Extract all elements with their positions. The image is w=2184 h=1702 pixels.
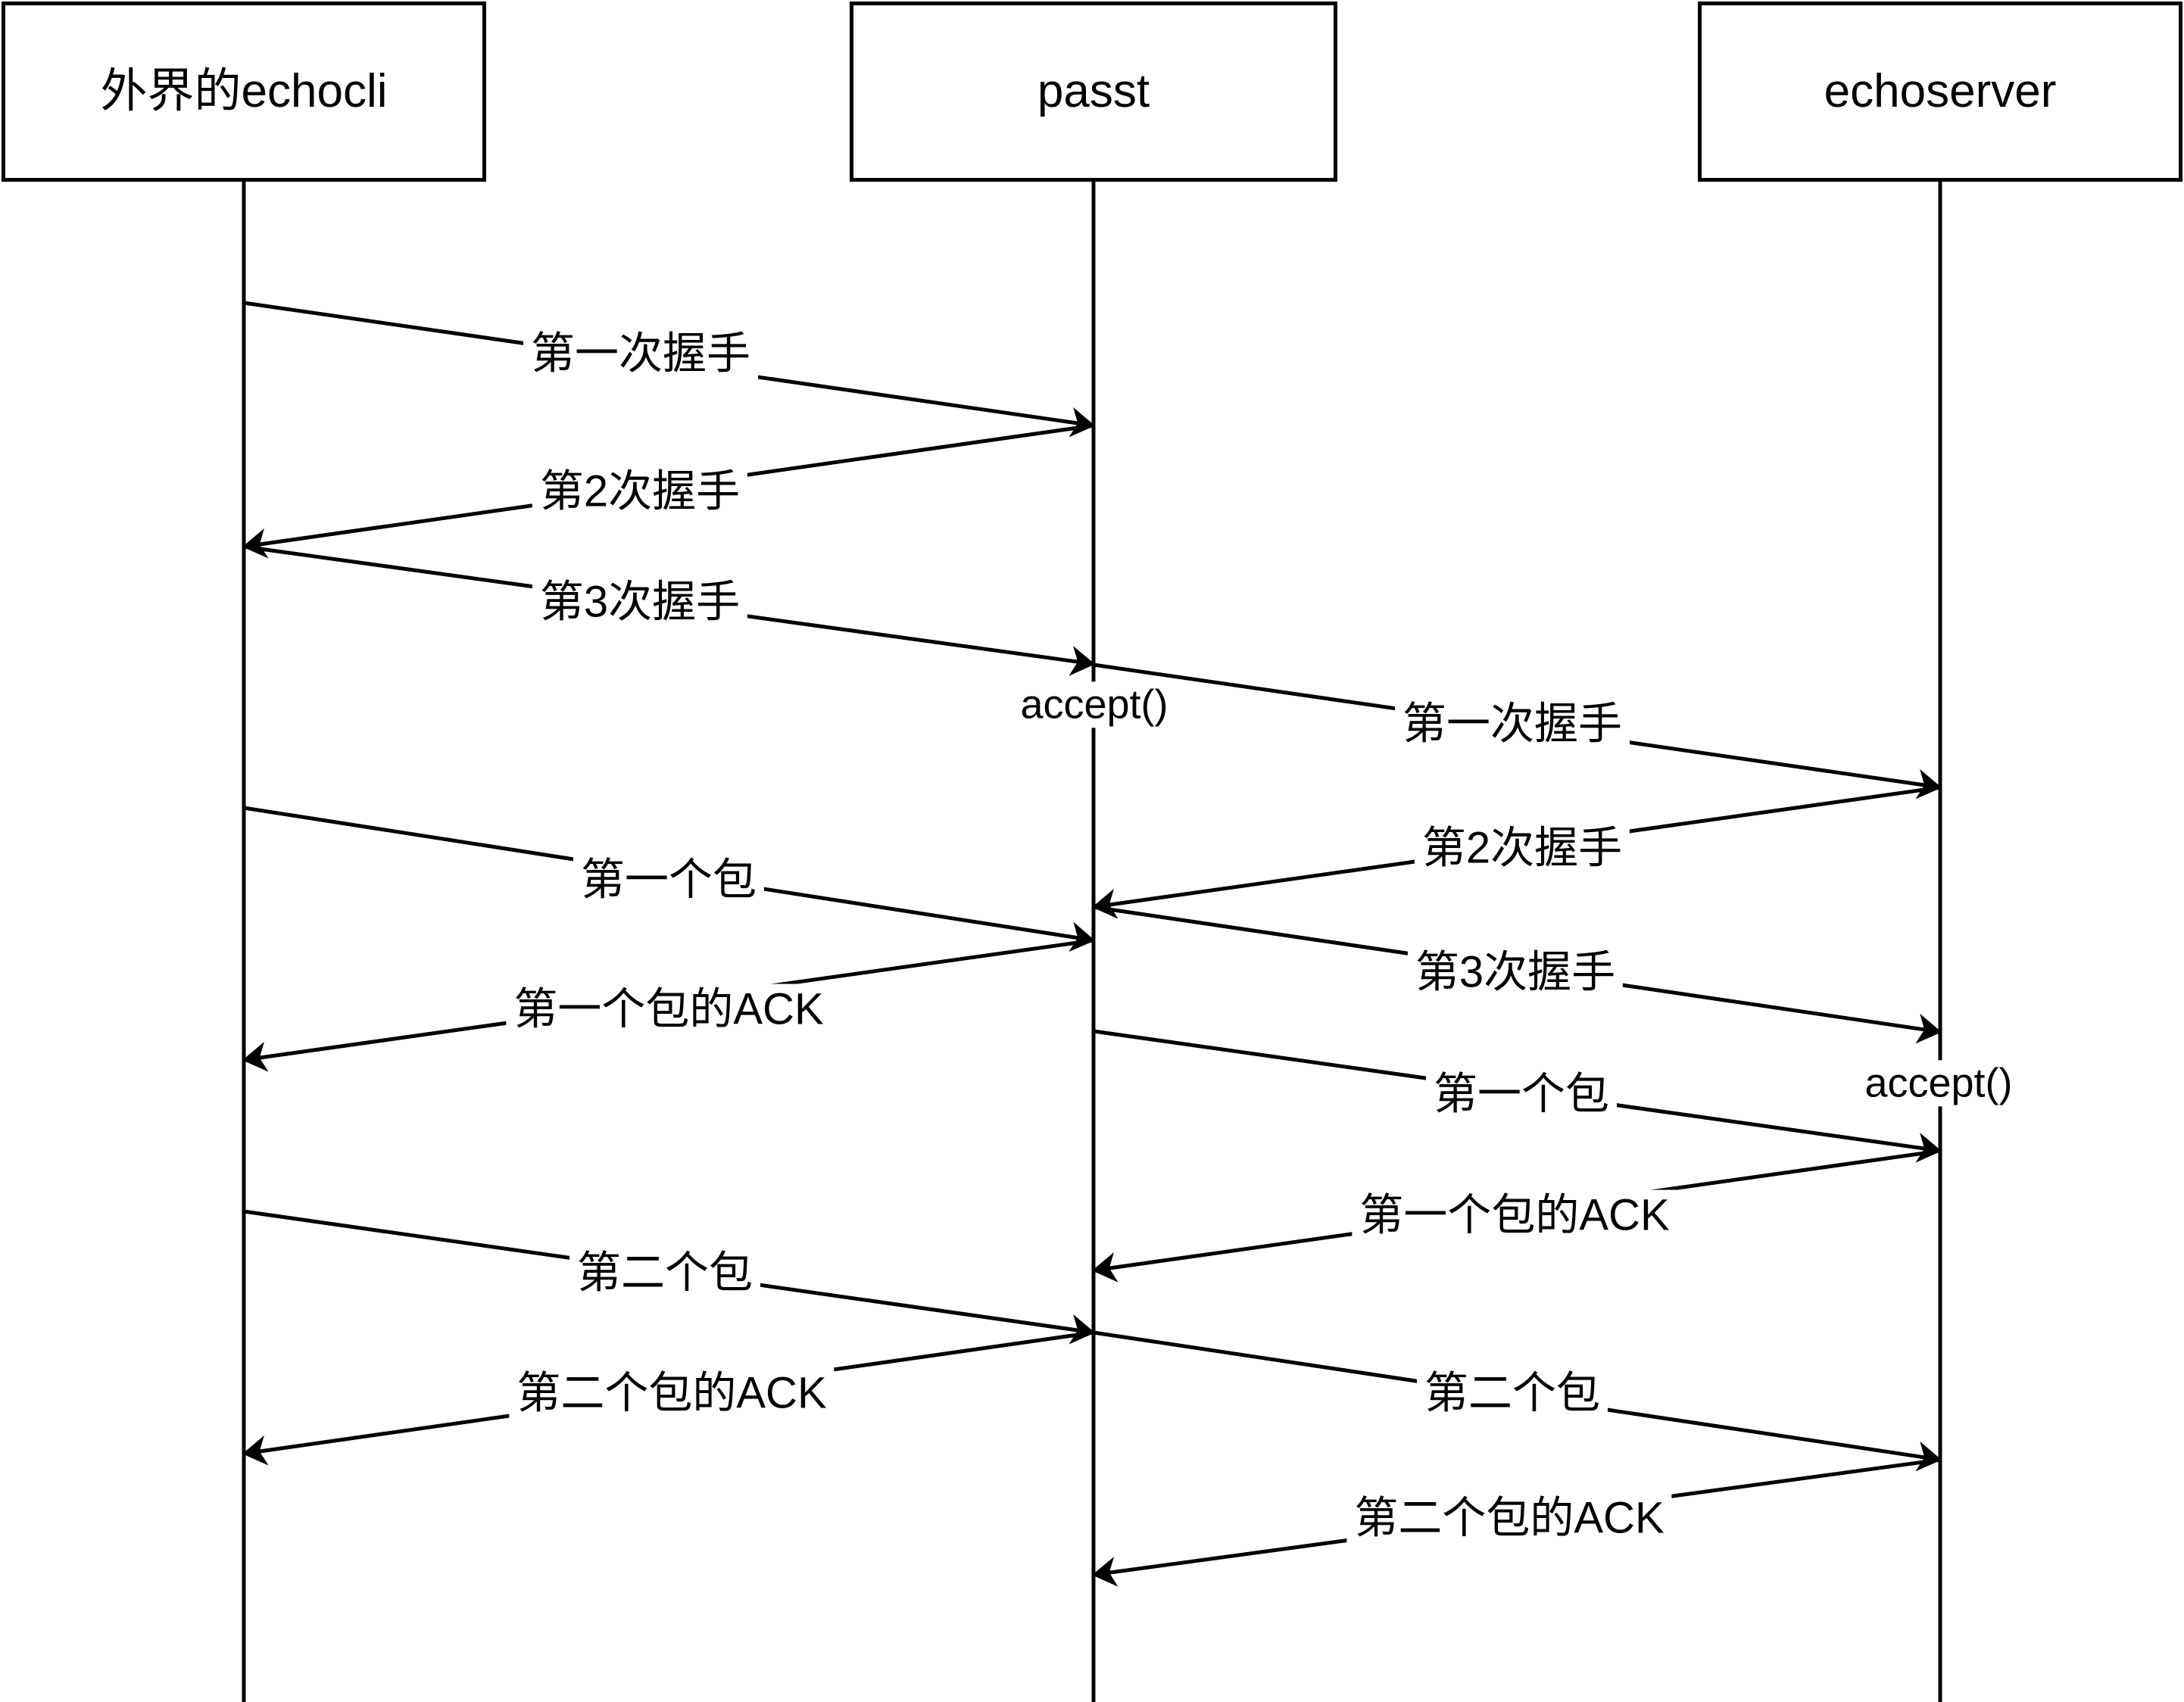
message-label-6: 第3次握手	[1407, 946, 1624, 999]
actor-box-echocli: 外界的echocli	[2, 2, 486, 182]
message-label-8: 第一个包	[1425, 1068, 1618, 1121]
message-label-2: 第3次握手	[532, 576, 748, 629]
message-label-4: 第2次握手	[1414, 822, 1630, 875]
actor-box-passt: passt	[850, 2, 1337, 182]
message-label-13: 第二个包的ACK	[1346, 1492, 1672, 1545]
annotation-label-passt: accept()	[1014, 681, 1175, 728]
actor-title-passt: passt	[1037, 64, 1150, 117]
actor-box-echoserver: echoserver	[1698, 2, 2182, 182]
actor-title-echoserver: echoserver	[1824, 64, 2057, 117]
message-label-12: 第二个包	[1416, 1367, 1608, 1420]
message-label-0: 第一次握手	[523, 328, 759, 381]
actor-title-echocli: 外界的echocli	[100, 64, 388, 117]
message-label-7: 第一个包的ACK	[506, 983, 831, 1036]
message-label-1: 第2次握手	[532, 466, 748, 519]
annotation-label-echoserver: accept()	[1858, 1060, 2019, 1107]
message-label-9: 第一个包的ACK	[1352, 1189, 1677, 1242]
message-label-3: 第一次握手	[1394, 698, 1630, 751]
message-label-5: 第一个包	[573, 854, 765, 907]
message-label-11: 第二个包的ACK	[509, 1367, 835, 1420]
message-label-10: 第二个包	[569, 1247, 761, 1300]
